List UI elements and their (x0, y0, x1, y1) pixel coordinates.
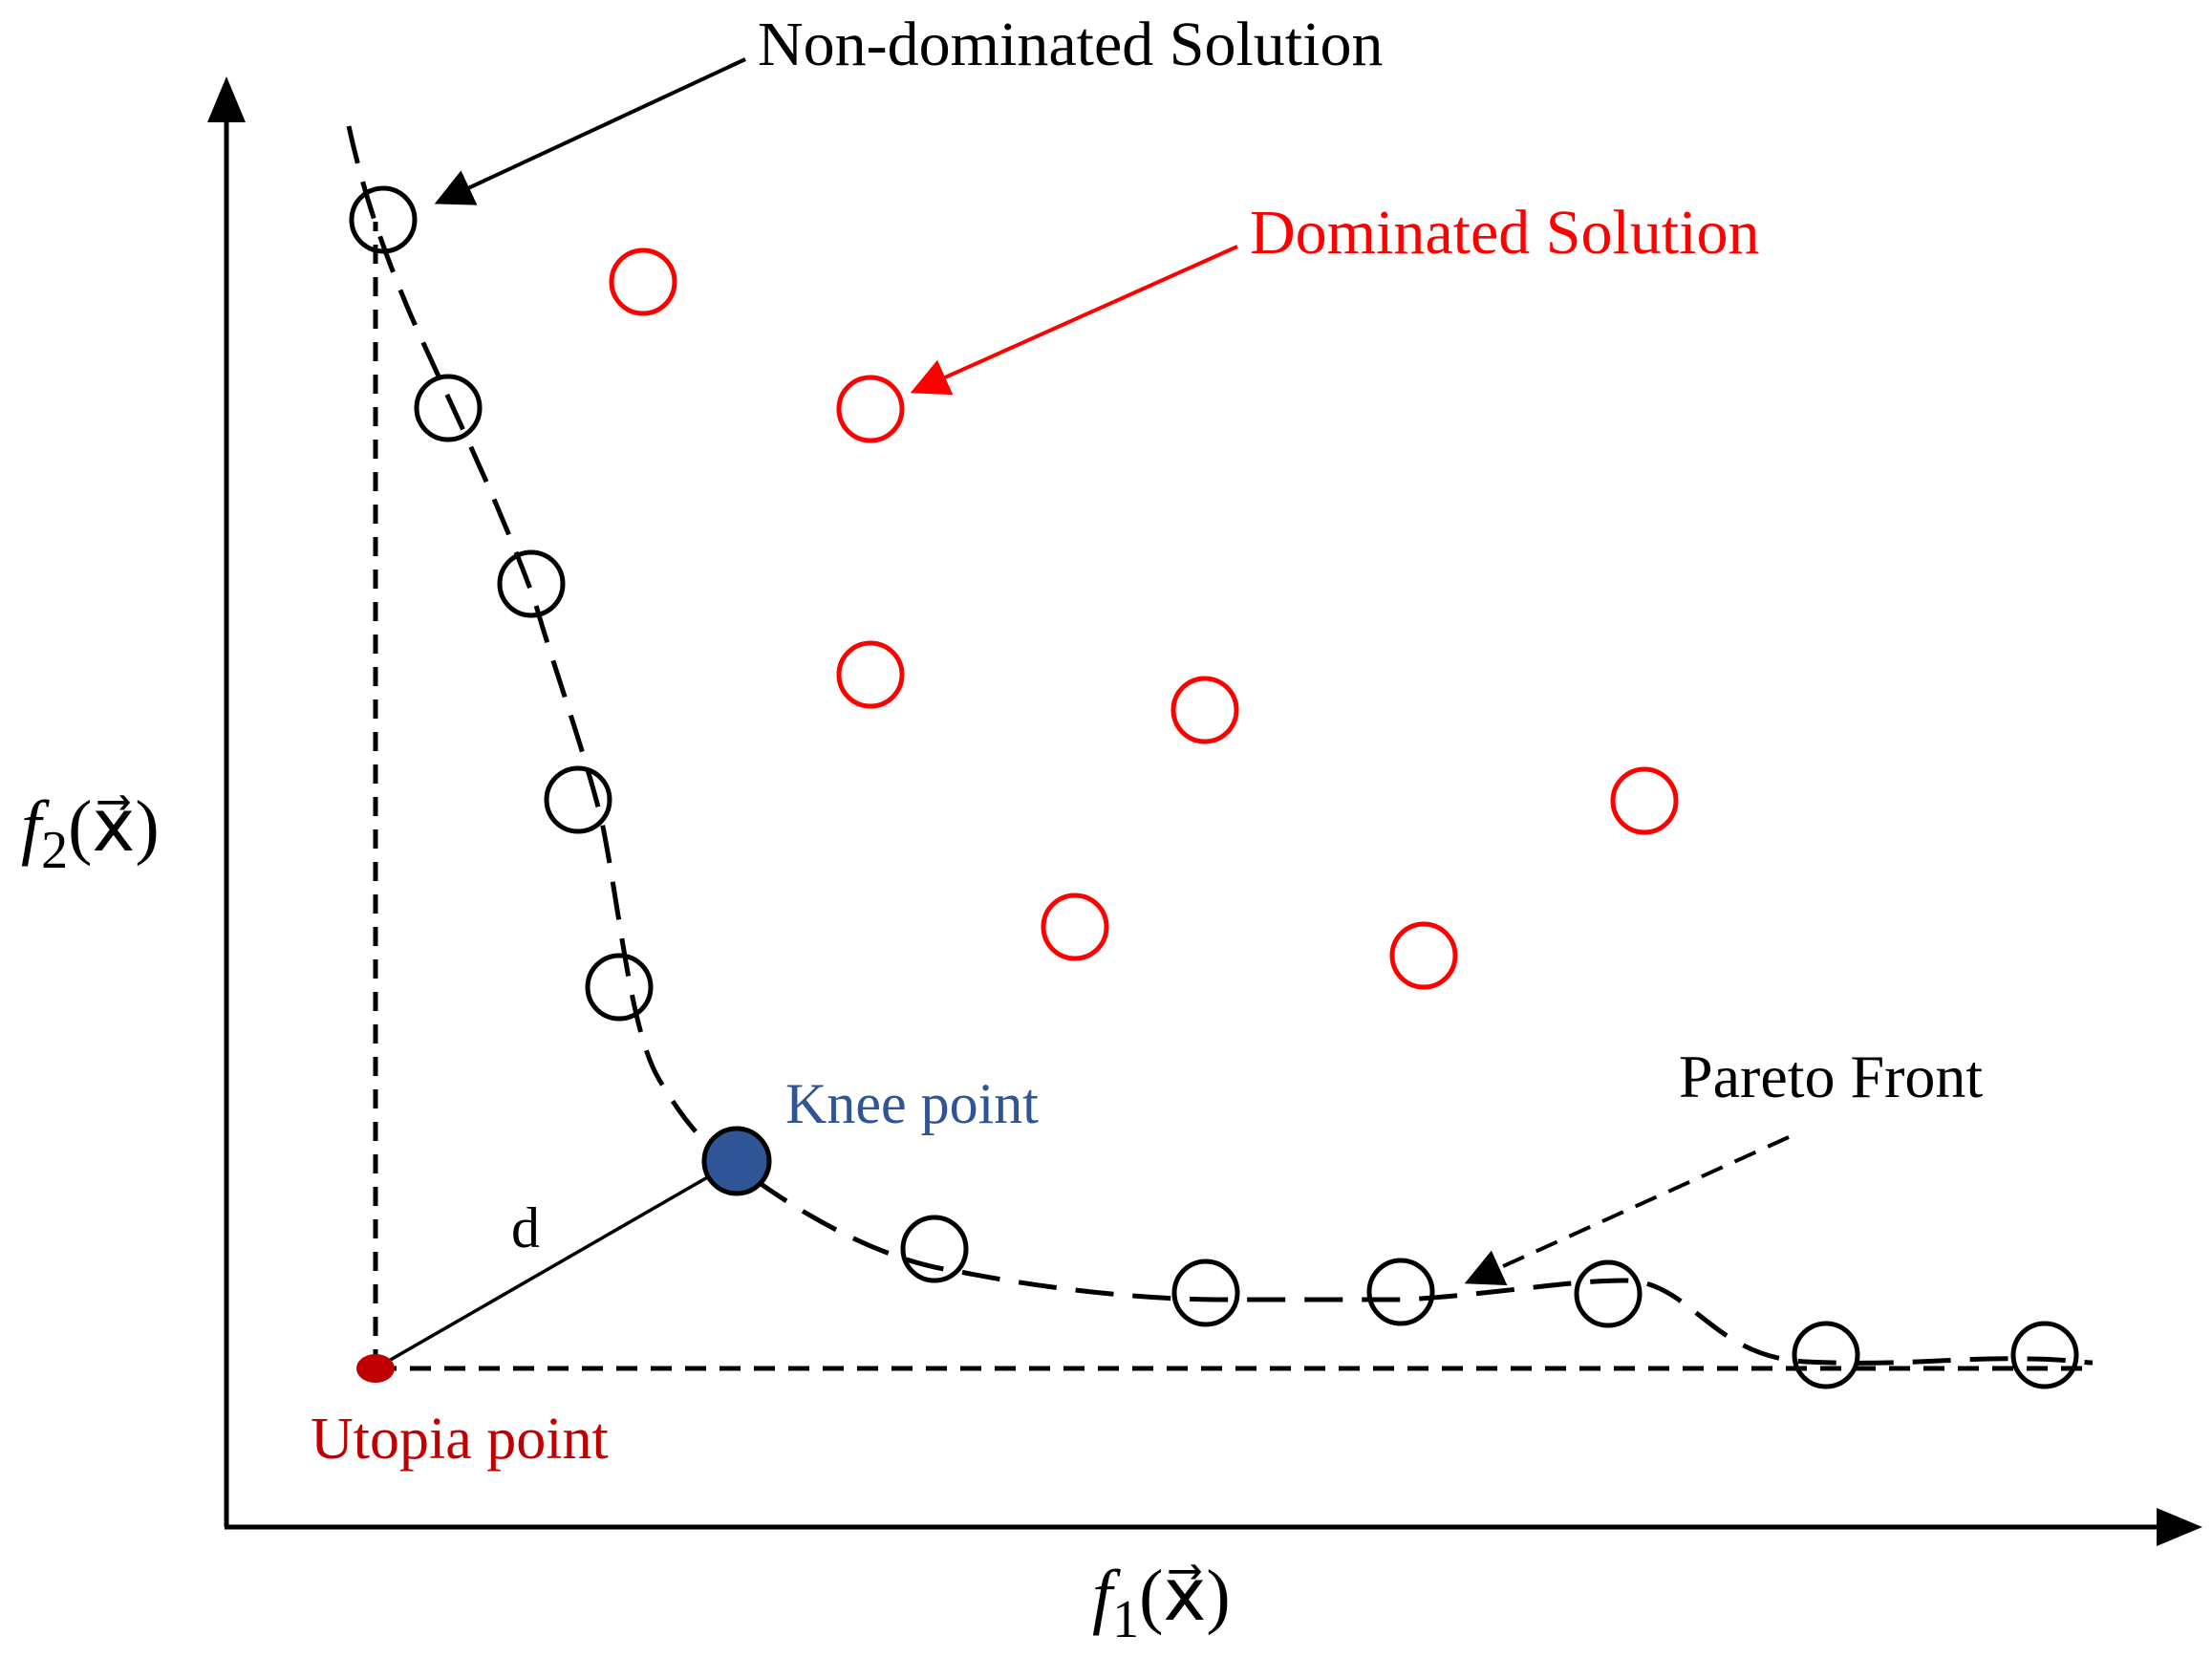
non-dominated-point (414, 374, 483, 442)
distance-line (375, 1159, 737, 1370)
y-axis-label: f2(x⃗) (21, 786, 160, 880)
knee-point-label: Knee point (785, 1072, 1039, 1135)
pareto-front-arrow (1464, 1135, 1790, 1286)
dominated-arrow (910, 245, 1238, 396)
non-dominated-point (349, 185, 418, 254)
non-dominated-label: Non-dominated Solution (758, 10, 1383, 79)
dominated-points (609, 247, 1679, 990)
non-dominated-point (585, 953, 654, 1022)
y-axis-label-sub: 2 (41, 821, 68, 880)
non-dominated-point (900, 1215, 969, 1283)
non-dominated-arrow (434, 57, 746, 205)
non-dominated-point (544, 765, 612, 834)
dominated-point (1041, 893, 1109, 961)
utopia-point (356, 1354, 395, 1383)
dominated-point (836, 640, 905, 709)
non-dominated-point (1366, 1258, 1435, 1326)
non-dominated-point (1171, 1259, 1240, 1327)
pareto-front-curve (346, 125, 2094, 1366)
non-dominated-point (497, 549, 566, 618)
distance-label: d (511, 1196, 540, 1259)
x-axis-label-arg: (x⃗) (1139, 1556, 1231, 1636)
dominated-label: Dominated Solution (1250, 198, 1759, 268)
dominated-point (836, 375, 905, 443)
x-axis-label-sub: 1 (1112, 1590, 1139, 1649)
non-dominated-point (1792, 1321, 1860, 1389)
dominated-point (1389, 921, 1458, 990)
pareto-front-label: Pareto Front (1679, 1043, 1983, 1110)
utopia-point-label: Utopia point (311, 1407, 609, 1472)
x-axis-label: f1(x⃗) (1092, 1556, 1231, 1649)
dominated-point (1170, 676, 1239, 744)
y-axis-label-arg: (x⃗) (68, 786, 160, 867)
dominated-point (1610, 766, 1679, 835)
non-dominated-points (349, 185, 2079, 1389)
y-axis-arrowhead (207, 76, 246, 122)
x-axis-arrowhead (2157, 1508, 2202, 1546)
non-dominated-point (2010, 1321, 2079, 1389)
knee-point (701, 1126, 772, 1196)
axes (207, 76, 2202, 1546)
non-dominated-point (1574, 1259, 1643, 1328)
dominated-point (609, 247, 677, 316)
